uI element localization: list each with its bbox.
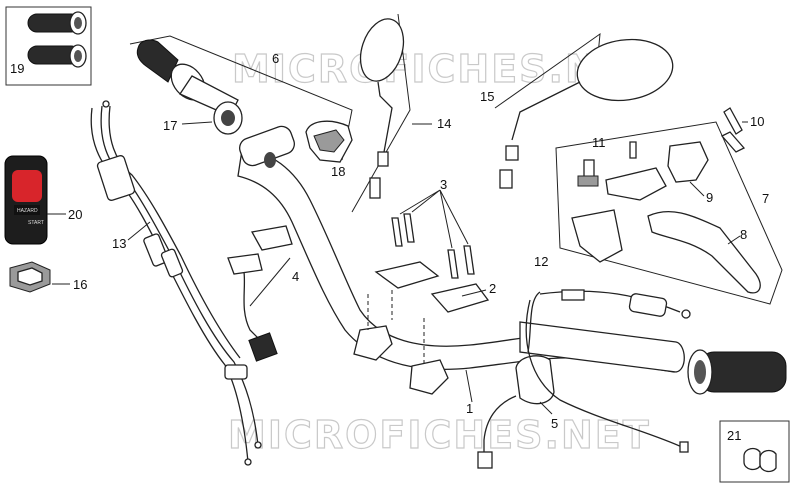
frame-4	[249, 257, 291, 307]
watermark-bottom: MICROFICHES.NET	[228, 413, 651, 457]
label-20: 20	[68, 207, 82, 222]
label-15: 15	[480, 89, 494, 104]
part-18-bracket[interactable]	[305, 120, 353, 163]
label-12: 12	[534, 254, 548, 269]
label-18: 18	[331, 164, 345, 179]
label-5: 5	[551, 416, 558, 431]
part-12-clutch-cable[interactable]	[525, 289, 691, 453]
part-7-lever-bracket[interactable]	[571, 167, 667, 263]
hazard-text: HAZARD	[17, 208, 38, 214]
label-8: 8	[740, 227, 747, 242]
part-13-throttle-cables[interactable]	[90, 100, 262, 466]
part-1-handlebar[interactable]	[237, 124, 685, 373]
label-7: 7	[762, 191, 769, 206]
label-21: 21	[727, 428, 741, 443]
part-2-upper-clamps[interactable]	[353, 261, 490, 395]
part-6-left-grip[interactable]	[136, 39, 239, 117]
part-19-grips[interactable]	[5, 6, 92, 86]
label-4: 4	[292, 269, 299, 284]
label-11: 11	[592, 135, 606, 150]
part-3-bolts[interactable]	[391, 213, 475, 279]
part-11-screw[interactable]	[577, 141, 637, 187]
label-10: 10	[750, 114, 764, 129]
label-19: 19	[10, 61, 24, 76]
part-20-start-switch[interactable]: HAZARD START	[4, 155, 48, 245]
label-13: 13	[112, 236, 126, 251]
part-8-clutch-lever[interactable]	[647, 210, 761, 294]
part-21-clips[interactable]	[719, 420, 790, 483]
label-16: 16	[73, 277, 87, 292]
start-text: START	[28, 220, 44, 226]
part-9-clamp[interactable]	[667, 141, 709, 183]
label-2: 2	[489, 281, 496, 296]
frame-7	[555, 121, 783, 305]
part-15-right-mirror[interactable]	[499, 34, 677, 189]
part-4-switch-cable[interactable]	[227, 225, 293, 362]
part-10-bolts[interactable]	[720, 107, 746, 153]
label-14: 14	[437, 116, 451, 131]
label-6: 6	[272, 51, 279, 66]
label-3: 3	[440, 177, 447, 192]
label-1: 1	[466, 401, 473, 416]
label-9: 9	[706, 190, 713, 205]
right-grip[interactable]	[687, 349, 787, 395]
part-16-clamp[interactable]	[9, 261, 51, 293]
label-17: 17	[163, 118, 177, 133]
part-17-grip-weight[interactable]	[213, 101, 243, 135]
part-14-left-mirror[interactable]	[353, 13, 411, 199]
part-5-right-switch[interactable]	[477, 291, 555, 469]
